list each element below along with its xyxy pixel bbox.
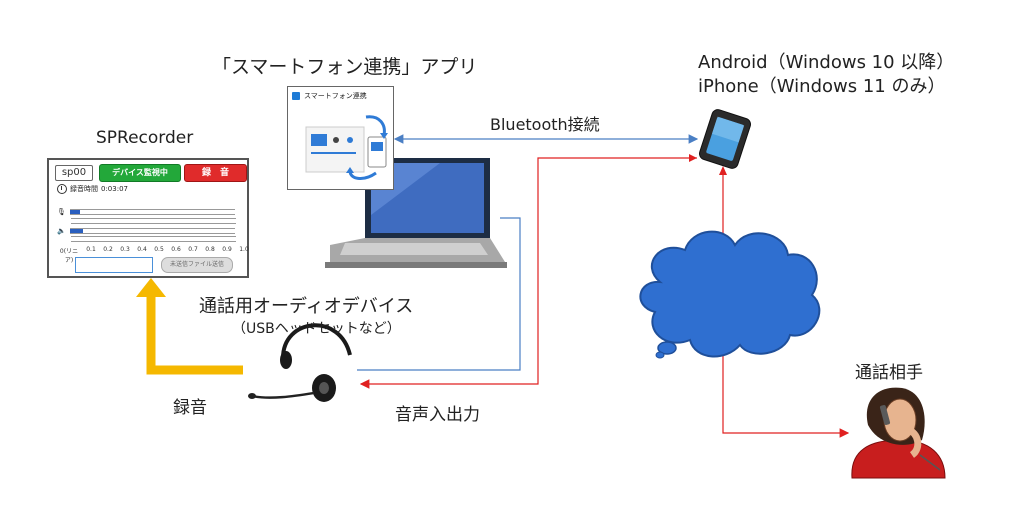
speaker-gain-slider[interactable] [71,236,236,242]
phone-os-label-android: Android（Windows 10 以降） [698,52,955,73]
device-id-field[interactable]: sp00 [55,165,93,181]
record-time-label: 録音時間 [70,185,98,193]
record-arrowhead [136,278,166,297]
cloud-icon [639,230,821,359]
scale-tick: 0.1 [86,246,96,253]
scale-tick: 0.7 [188,246,198,253]
scale-tick: 0.2 [103,246,113,253]
sprecorder-panel: sp00 デバイス監視中 録 音 録音時間 0:03:07 🎙 🔈 0(リニア)… [47,158,249,278]
scale-tick: 0.4 [137,246,147,253]
scale-tick: 0.5 [154,246,164,253]
record-button[interactable]: 録 音 [184,164,247,182]
smartphone-link-app-window: スマートフォン連携 [287,86,394,190]
clock-icon [57,184,67,194]
speaker-level-bar [69,228,235,234]
callee-person-icon [851,387,946,479]
scale-tick: 0.9 [222,246,232,253]
bluetooth-connection-label: Bluetooth接続 [490,115,600,134]
laptop-icon [325,158,507,268]
headset-icon [248,323,352,402]
scale-tick: 0.6 [171,246,181,253]
audio-io-line [359,157,697,389]
audio-io-arrowhead-phone [689,154,697,162]
phone-os-label-iphone: iPhone（Windows 11 のみ） [698,76,946,97]
photo-icon [311,134,327,146]
scale-tick: 1.0 [239,246,249,253]
comment-input[interactable] [75,257,153,273]
phone-call-icon [333,137,339,143]
send-unsent-files-button[interactable]: 未送信ファイル送信 [161,257,233,273]
scale-tick: 0.8 [205,246,215,253]
windows-logo-icon [292,92,300,100]
record-time: 録音時間 0:03:07 [57,184,128,194]
scale-prefix: 0(リニア) [59,248,79,264]
message-icon [347,137,353,143]
app-window-illustration [305,115,388,180]
audio-device-sublabel: （USBヘッドセットなど） [232,321,401,337]
speaker-gain-row [57,236,236,242]
app-window-titlebar: スマートフォン連携 [292,91,367,101]
mic-level-bar [69,209,235,215]
speaker-level-row: 🔈 [57,227,235,235]
mic-gain-slider[interactable] [71,218,236,224]
mic-gain-row [57,218,236,224]
record-arrow-line [146,295,243,375]
callee-label: 通話相手 [855,363,923,383]
audio-device-label: 通話用オーディオデバイス [199,296,414,317]
record-time-value: 0:03:07 [101,185,128,193]
speaker-icon: 🔈 [57,227,66,235]
laptop-headset-line [357,217,521,371]
sprecorder-label: SPRecorder [96,128,194,148]
device-monitor-button[interactable]: デバイス監視中 [99,164,181,182]
phone-arrowhead-up [719,166,727,175]
scale-tick: 0.3 [120,246,130,253]
microphone-icon: 🎙 [57,208,66,216]
mic-level-row: 🎙 [57,208,235,216]
app-window-title: スマートフォン連携 [304,92,367,100]
smartphone-icon [699,109,751,169]
record-label: 録音 [173,398,207,418]
audio-io-label: 音声入出力 [395,405,480,425]
smartphone-link-app-label: 「スマートフォン連携」アプリ [212,56,478,78]
level-scale: 0(リニア) 0.1 0.2 0.3 0.4 0.5 0.6 0.7 0.8 0… [57,246,251,264]
